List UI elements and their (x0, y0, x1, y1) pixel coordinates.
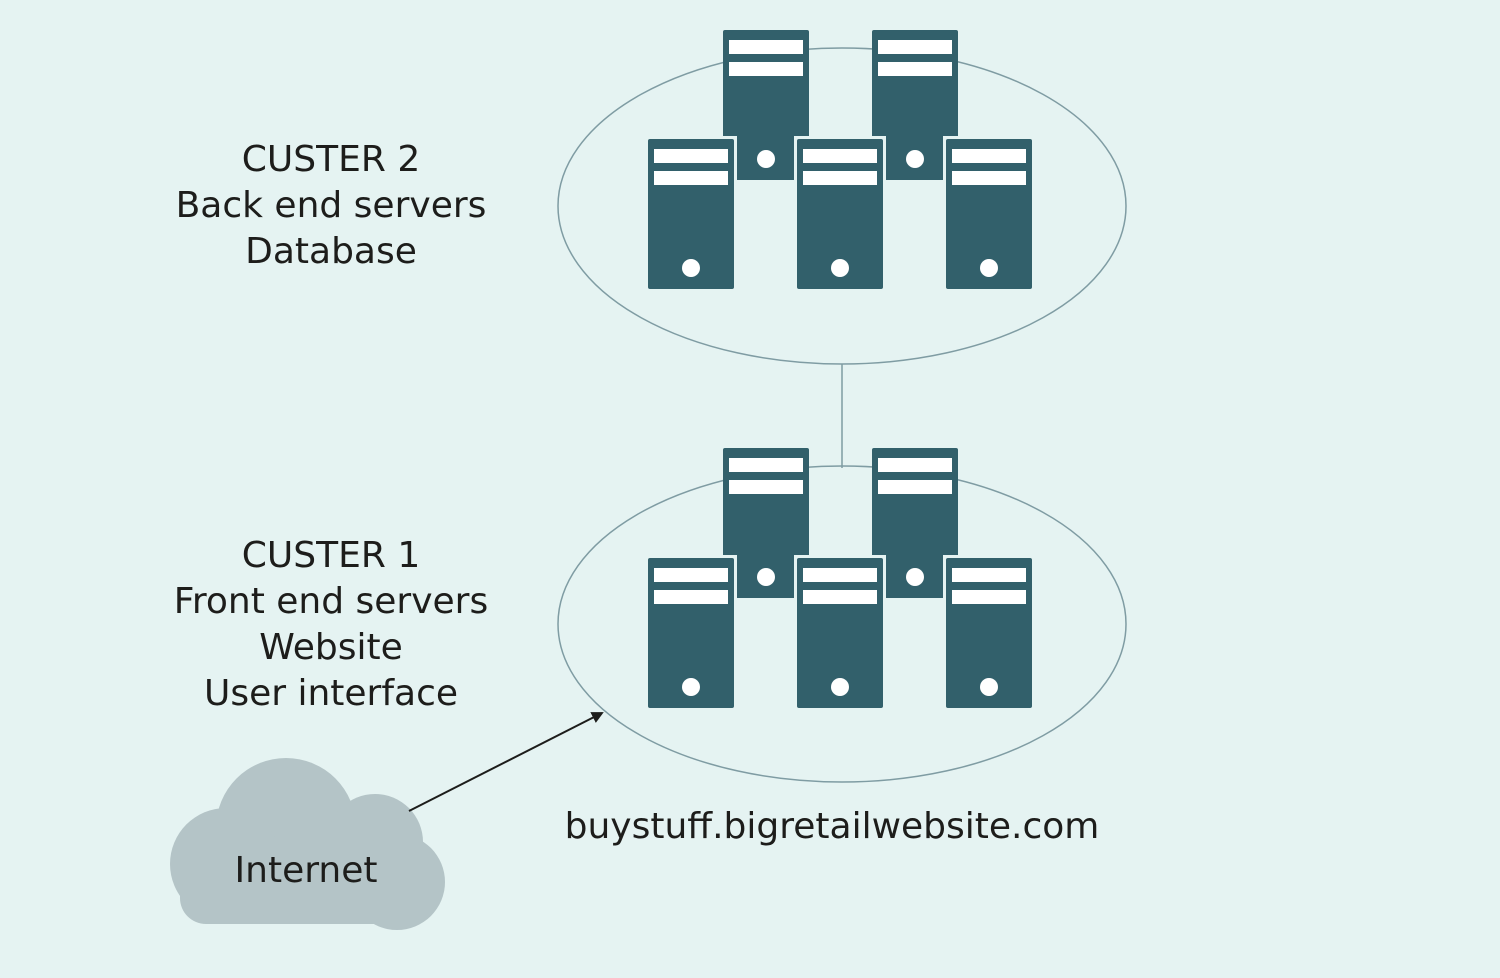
site-url: buystuff.bigretailwebsite.com (564, 806, 1100, 847)
cluster-2-label: CUSTER 2 Back end servers Database (121, 137, 541, 275)
cluster-1-label: CUSTER 1 Front end servers Website User … (121, 533, 541, 717)
cluster-2-servers (645, 30, 1035, 292)
internet-to-cluster-arrow (408, 712, 604, 812)
cloud-icon (170, 758, 445, 930)
server-tower-icon (645, 555, 737, 711)
cluster-1-outline (557, 465, 1127, 783)
cluster-1-detail-ui: User interface (203, 673, 459, 714)
cluster-2-detail: Database (245, 231, 417, 272)
server-tower-icon (943, 555, 1035, 711)
cluster-2-title: CUSTER 2 (241, 139, 421, 180)
cluster-1-role: Front end servers (173, 581, 489, 622)
cluster-2-role: Back end servers (175, 185, 487, 226)
server-tower-icon (645, 136, 737, 292)
server-tower-icon (794, 136, 886, 292)
cluster-1-detail-website: Website (259, 627, 403, 668)
cluster-1-servers (645, 448, 1035, 711)
server-tower-icon (943, 136, 1035, 292)
internet-label: Internet (234, 850, 378, 891)
server-tower-icon (794, 555, 886, 711)
cluster-1-title: CUSTER 1 (241, 535, 421, 576)
